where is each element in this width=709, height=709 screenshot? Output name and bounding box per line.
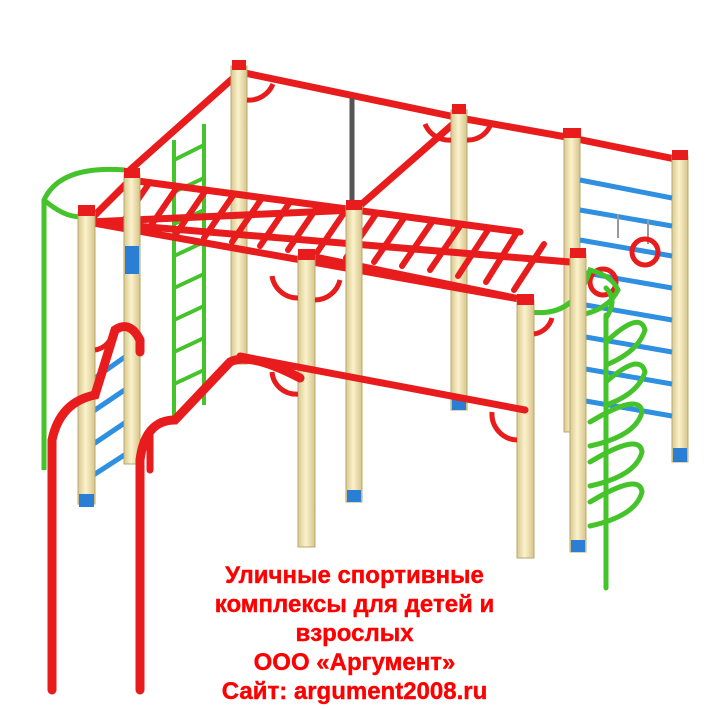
wall-bars-right — [579, 177, 673, 419]
caption-line-3: взрослых — [295, 620, 414, 647]
caption: Уличные спортивные комплексы для детей и… — [0, 561, 709, 706]
parallel-bars-red — [47, 322, 305, 695]
zigzag-ladder-green — [587, 285, 648, 591]
corner-braces-back — [246, 82, 493, 143]
rope-ladder-green — [172, 124, 206, 420]
front-lower-rail — [146, 352, 529, 474]
caption-line-2: комплексы для детей и — [214, 591, 495, 618]
corner-braces-front — [94, 275, 555, 443]
top-frame-back — [126, 68, 684, 214]
front-posts — [77, 168, 587, 559]
caption-company: ООО «Аргумент» — [253, 649, 456, 676]
monkey-bar-rungs — [117, 179, 547, 293]
caption-line-1: Уличные спортивные — [225, 562, 484, 589]
caption-website: Сайт: argument2008.ru — [221, 678, 488, 705]
